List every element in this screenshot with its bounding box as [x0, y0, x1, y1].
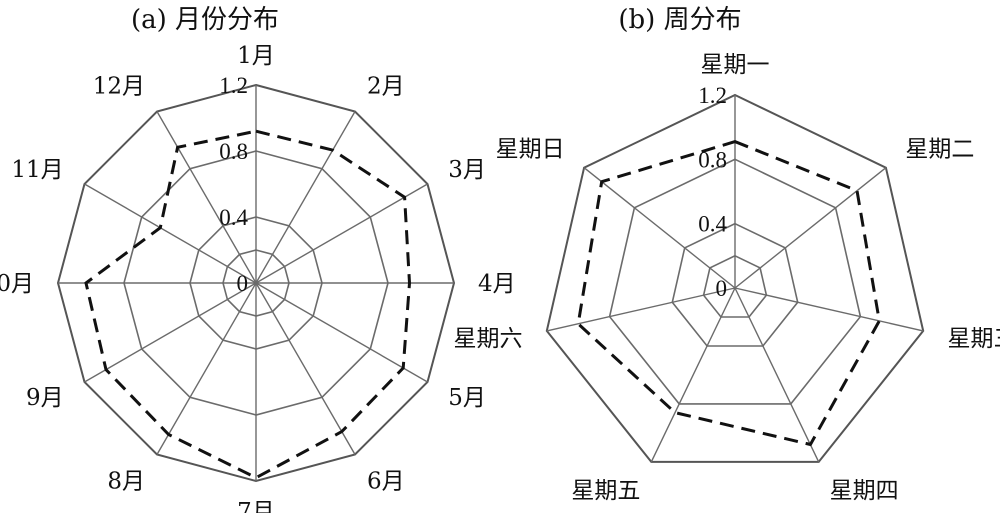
week-tick-label-1: 0.4 — [698, 212, 727, 237]
month-spoke-1 — [255, 111, 356, 284]
month-chart-title: (a) 月份分布 — [131, 5, 279, 35]
month-tick-label-2: 0.8 — [219, 139, 248, 164]
month-spoke-10 — [84, 183, 257, 284]
month-spoke-7 — [156, 282, 257, 455]
week-spoke-2 — [734, 287, 924, 332]
week-spoke-6 — [583, 167, 736, 289]
week-spoke-3 — [734, 287, 820, 463]
month-category-label-10: 11月 — [11, 157, 63, 183]
month-category-label-0: 1月 — [237, 43, 275, 69]
month-category-label-11: 12月 — [93, 74, 145, 100]
month-category-label-9: 10月 — [0, 271, 34, 297]
month-category-label-2: 3月 — [448, 157, 486, 183]
week-category-label-4: 星期五 — [571, 478, 640, 504]
week-category-label-3: 星期四 — [830, 478, 899, 504]
month-tick-label-3: 1.2 — [219, 73, 248, 98]
week-category-label-1: 星期二 — [905, 136, 974, 162]
month-tick-label-1: 0.4 — [219, 205, 248, 230]
week-tick-label-2: 0.8 — [698, 147, 727, 172]
week-series-line — [576, 140, 881, 447]
week-category-label-0: 星期一 — [701, 52, 770, 78]
week-category-label-5: 星期六 — [454, 326, 523, 352]
week-spoke-4 — [650, 287, 736, 463]
week-category-label-6: 星期日 — [496, 136, 565, 162]
week-tick-label-3: 1.2 — [698, 83, 727, 108]
month-category-label-8: 9月 — [26, 385, 64, 411]
week-grid-ring-2 — [608, 158, 862, 405]
week-grid-ring-3 — [545, 93, 925, 463]
month-spoke-5 — [255, 282, 356, 455]
week-grid-ring-inner — [702, 254, 768, 318]
month-spoke-4 — [255, 282, 428, 383]
week-category-label-2: 星期三 — [948, 326, 1000, 352]
week-radar-chart: (b) 周分布 0 0.4 0.8 1.2 星期一星期二星期三星期四 星期五 星期六 星期日 — [454, 5, 1000, 504]
month-spoke-8 — [84, 282, 257, 383]
month-category-label-3: 4月 — [478, 271, 516, 297]
week-spoke-5 — [546, 287, 736, 332]
month-tick-label-0: 0 — [237, 271, 249, 296]
week-spoke-1 — [734, 167, 887, 289]
month-category-label-6: 7月 — [237, 499, 275, 513]
week-tick-label-0: 0 — [716, 276, 728, 301]
month-spoke-11 — [156, 111, 257, 284]
month-category-label-7: 8月 — [107, 469, 145, 495]
month-radar-chart: (a) 月份分布 0 0.4 0.8 1.2 1月 2月 3月 4月 5月 6月 7月 8月 9月 10月… — [0, 5, 516, 513]
month-category-label-4: 5月 — [448, 385, 486, 411]
week-chart-title: (b) 周分布 — [618, 5, 741, 35]
month-series-line — [84, 129, 412, 480]
week-grid-ring-1 — [671, 222, 799, 347]
month-category-label-1: 2月 — [367, 74, 405, 100]
month-spoke-2 — [255, 183, 428, 284]
month-category-label-5: 6月 — [367, 469, 405, 495]
